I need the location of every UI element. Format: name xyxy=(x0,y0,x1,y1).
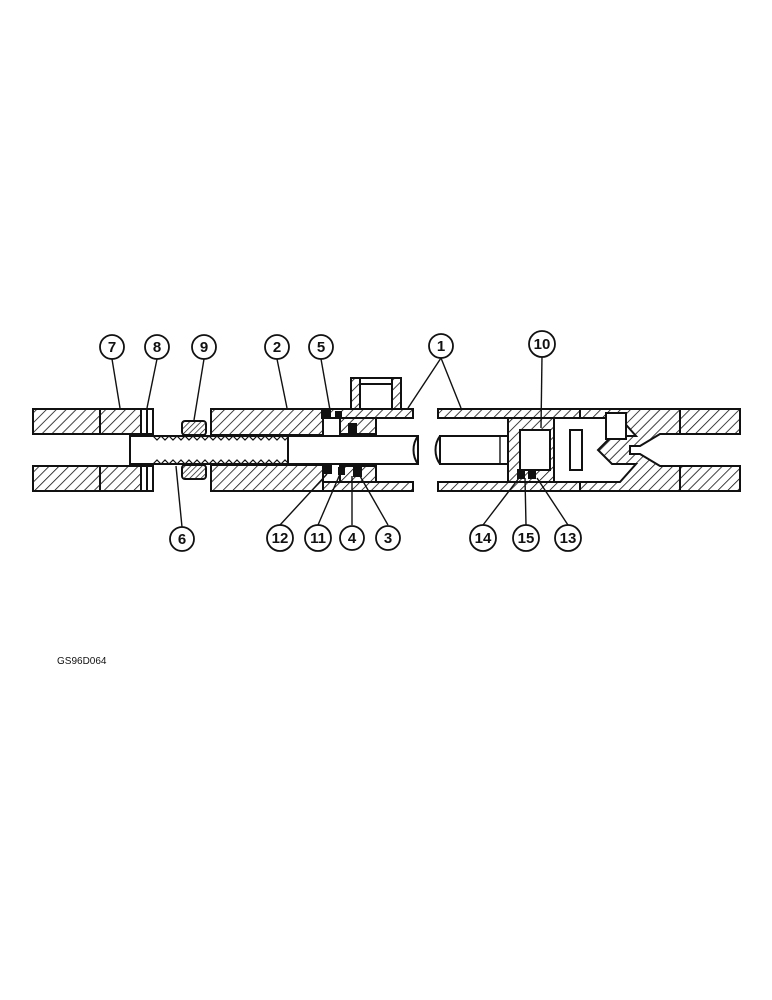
leader-lines xyxy=(111,355,569,528)
figure-code: GS96D064 xyxy=(57,656,107,667)
svg-text:2: 2 xyxy=(273,339,281,356)
callout-8: 8 xyxy=(144,334,170,360)
svg-text:1: 1 xyxy=(437,338,445,355)
cylinder-tube-left xyxy=(322,408,414,492)
svg-text:10: 10 xyxy=(534,336,551,353)
callout-11: 11 xyxy=(304,524,332,552)
svg-text:3: 3 xyxy=(384,530,392,547)
svg-text:12: 12 xyxy=(272,530,289,547)
left-clevis xyxy=(32,408,154,492)
jam-nut xyxy=(181,420,207,480)
rod-end xyxy=(434,435,509,465)
callout-9: 9 xyxy=(191,334,217,360)
gland-end-cap xyxy=(210,408,324,492)
piston-rod xyxy=(287,435,419,465)
callout-2: 2 xyxy=(264,334,290,360)
callout-1: 1 xyxy=(428,333,454,359)
svg-text:11: 11 xyxy=(310,530,326,547)
callout-10: 10 xyxy=(528,330,556,358)
svg-text:14: 14 xyxy=(475,530,492,547)
threaded-rod xyxy=(129,435,290,465)
callout-12: 12 xyxy=(266,524,294,552)
callouts-bottom: 6 12 11 4 3 14 15 13 xyxy=(169,524,582,552)
callout-14: 14 xyxy=(469,524,497,552)
callout-7: 7 xyxy=(99,334,125,360)
svg-text:5: 5 xyxy=(317,339,325,356)
svg-text:13: 13 xyxy=(560,530,577,547)
right-end-clevis xyxy=(569,408,741,492)
callout-13: 13 xyxy=(554,524,582,552)
callout-4: 4 xyxy=(339,525,365,551)
svg-text:7: 7 xyxy=(108,339,116,356)
svg-text:8: 8 xyxy=(153,339,161,356)
callouts-top: 7 8 9 2 5 1 10 xyxy=(99,330,556,360)
svg-text:4: 4 xyxy=(348,530,357,547)
callout-15: 15 xyxy=(512,524,540,552)
svg-text:6: 6 xyxy=(178,531,186,548)
piston xyxy=(507,417,555,483)
callout-5: 5 xyxy=(308,334,334,360)
svg-text:9: 9 xyxy=(200,339,208,356)
callout-3: 3 xyxy=(375,525,401,551)
svg-text:15: 15 xyxy=(518,530,535,547)
callout-6: 6 xyxy=(169,526,195,552)
port-fitting xyxy=(350,377,402,410)
